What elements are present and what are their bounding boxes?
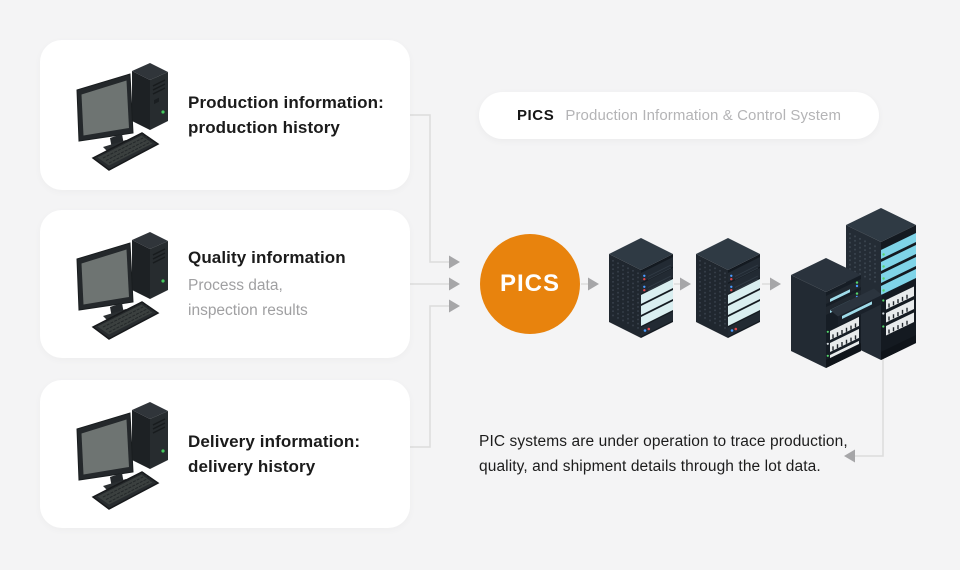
card-title: Delivery information: delivery history bbox=[188, 432, 361, 476]
arrowhead-right-icon bbox=[449, 277, 460, 291]
card-delivery-information: Delivery information: delivery history bbox=[40, 380, 410, 528]
connector-delivery-to-hub bbox=[409, 305, 449, 448]
card-quality-information: Quality information Process data, inspec… bbox=[40, 210, 410, 358]
connector-cluster-to-note bbox=[855, 352, 884, 457]
desktop-computer-icon bbox=[66, 228, 178, 340]
card-title: Production information: production histo… bbox=[188, 93, 384, 137]
arrowhead-right-icon bbox=[770, 277, 781, 291]
legend-name: Production Information & Control System bbox=[565, 107, 842, 124]
card-production-information: Production information: production histo… bbox=[40, 40, 410, 190]
arrowhead-right-icon bbox=[680, 277, 691, 291]
legend-pill: PICS Production Information & Control Sy… bbox=[479, 92, 879, 139]
note-text: PIC systems are under operation to trace… bbox=[479, 433, 848, 475]
desktop-computer-icon bbox=[66, 59, 178, 171]
arrowhead-right-icon bbox=[449, 299, 460, 313]
pics-hub-circle: PICS bbox=[480, 234, 580, 334]
arrowhead-left-icon bbox=[844, 449, 855, 463]
connector-production-to-hub bbox=[409, 114, 449, 263]
server-icon bbox=[696, 238, 760, 338]
card-subtitle: Process data, inspection results bbox=[188, 277, 308, 319]
server-icon bbox=[609, 238, 673, 338]
card-title: Quality information bbox=[188, 248, 346, 267]
arrowhead-right-icon bbox=[449, 255, 460, 269]
desktop-computer-icon bbox=[66, 398, 178, 510]
arrowhead-right-icon bbox=[588, 277, 599, 291]
hub-label: PICS bbox=[499, 270, 560, 297]
server-cluster-icon bbox=[791, 208, 916, 368]
legend-abbr: PICS bbox=[516, 107, 555, 124]
